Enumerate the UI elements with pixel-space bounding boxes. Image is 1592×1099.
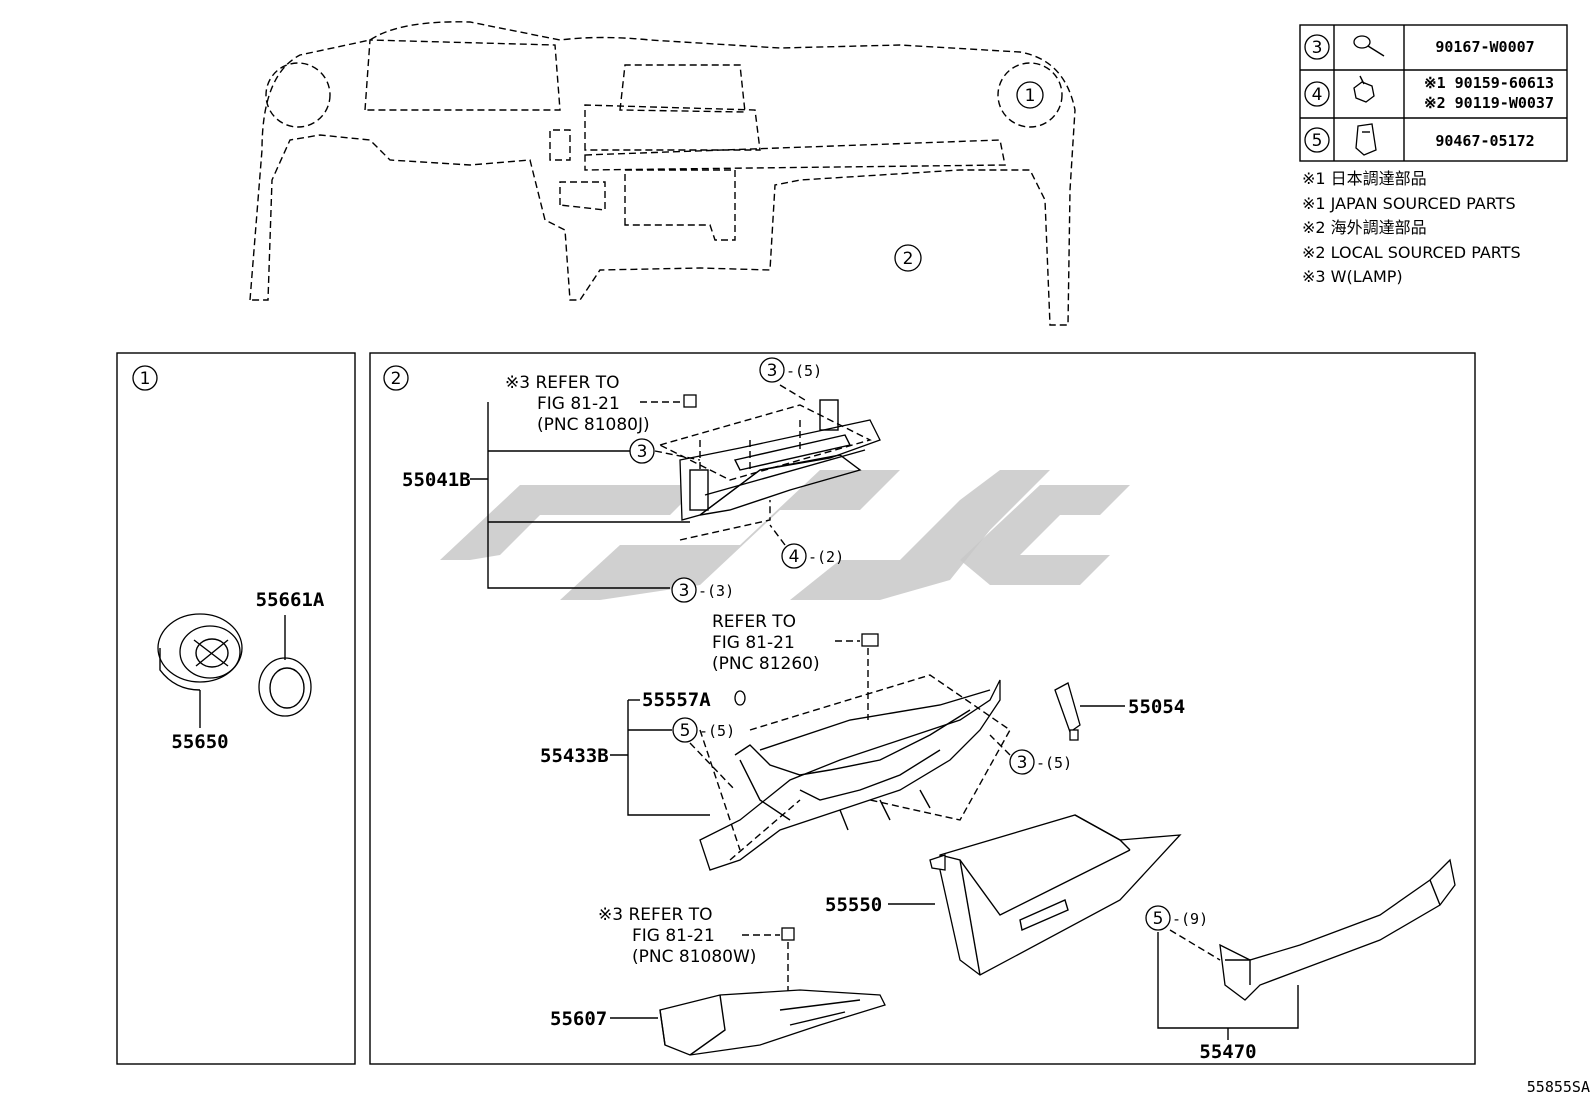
svg-text:-(3): -(3) — [698, 582, 734, 600]
label-55557A: 55557A — [642, 689, 711, 711]
svg-text:※2 LOCAL SOURCED PARTS: ※2 LOCAL SOURCED PARTS — [1302, 243, 1521, 262]
svg-text:※3 W(LAMP): ※3 W(LAMP) — [1302, 267, 1403, 286]
svg-text:(PNC 81080J): (PNC 81080J) — [537, 415, 650, 435]
svg-text:(PNC 81260): (PNC 81260) — [712, 654, 820, 674]
table-row: 3 90167-W0007 — [1304, 34, 1535, 60]
svg-text:※3 REFER TO: ※3 REFER TO — [505, 373, 620, 393]
label-55661A: 55661A — [256, 589, 325, 611]
svg-text:FIG 81-21: FIG 81-21 — [632, 926, 715, 946]
svg-text:※2 海外調達部品: ※2 海外調達部品 — [1302, 218, 1427, 237]
svg-text:2: 2 — [391, 369, 402, 389]
svg-text:(PNC 81080W): (PNC 81080W) — [632, 947, 756, 967]
svg-text:90167-W0007: 90167-W0007 — [1435, 38, 1534, 56]
reference-note: ※3 REFER TO FIG 81-21 (PNC 81080W) — [598, 905, 795, 1005]
switch-part — [1054, 682, 1081, 741]
watermark-logo — [440, 470, 1130, 600]
label-55550: 55550 — [825, 894, 882, 916]
bracket-assembly — [679, 399, 881, 521]
callout-3: 3 — [629, 438, 701, 464]
svg-text:※2 90119-W0037: ※2 90119-W0037 — [1424, 94, 1554, 112]
table-row: 4 ※1 90159-60613 ※2 90119-W0037 — [1304, 74, 1554, 112]
overview-callout-1: 1 — [1016, 81, 1044, 109]
lamp-socket-icon — [861, 633, 879, 647]
svg-text:※1 90159-60613: ※1 90159-60613 — [1424, 74, 1554, 92]
figure-code: 55855SA — [1527, 1078, 1590, 1096]
svg-text:-(5): -(5) — [699, 722, 735, 740]
svg-text:90467-05172: 90467-05172 — [1435, 132, 1534, 150]
svg-text:4: 4 — [1312, 85, 1323, 105]
svg-text:※1 JAPAN SOURCED PARTS: ※1 JAPAN SOURCED PARTS — [1302, 194, 1516, 213]
svg-text:3: 3 — [767, 361, 778, 381]
callout-5-qty9: 5 -(9) — [1145, 905, 1221, 961]
callout-3-qty3: 3 -(3) — [671, 577, 734, 603]
svg-text:※3 REFER TO: ※3 REFER TO — [598, 905, 713, 925]
label-55433B: 55433B — [540, 745, 609, 767]
svg-text:FIG 81-21: FIG 81-21 — [712, 633, 795, 653]
vent-bezel — [258, 657, 312, 717]
svg-text:5: 5 — [1153, 909, 1164, 929]
svg-text:5: 5 — [680, 721, 691, 741]
svg-text:3: 3 — [1312, 38, 1323, 58]
lamp-socket-icon — [781, 927, 795, 941]
label-55607: 55607 — [550, 1008, 607, 1030]
callout-4-qty2: 4 -(2) — [769, 524, 844, 569]
callout-3-qty5-lower: 3 -(5) — [989, 734, 1072, 775]
knee-pad-part — [659, 989, 886, 1056]
table-row: 5 90467-05172 — [1304, 123, 1535, 156]
svg-text:1: 1 — [1025, 86, 1036, 106]
label-55054: 55054 — [1128, 696, 1185, 718]
svg-text:2: 2 — [903, 249, 914, 269]
svg-text:-(2): -(2) — [808, 548, 844, 566]
label-55470: 55470 — [1199, 1041, 1256, 1063]
clip-icon — [1355, 123, 1377, 156]
vent-assembly — [157, 613, 243, 691]
reference-note: ※3 REFER TO FIG 81-21 (PNC 81080J) — [505, 373, 697, 435]
notes: ※1 日本調達部品 ※1 JAPAN SOURCED PARTS ※2 海外調達… — [1302, 169, 1521, 286]
callout-5-qty5: 5 -(5) — [672, 717, 736, 791]
dashboard-overview — [249, 21, 1076, 326]
svg-text:1: 1 — [140, 369, 151, 389]
svg-text:5: 5 — [1312, 131, 1323, 151]
svg-text:3: 3 — [679, 581, 690, 601]
overview-callout-2: 2 — [894, 244, 922, 272]
svg-text:REFER TO: REFER TO — [712, 612, 796, 632]
panel-1: 1 55650 55661A — [116, 352, 356, 1065]
bolt-icon — [1353, 35, 1385, 57]
reference-note: REFER TO FIG 81-21 (PNC 81260) — [712, 612, 879, 720]
nut-icon — [1353, 75, 1375, 103]
svg-text:-(9): -(9) — [1172, 910, 1208, 928]
panel-2: 2 ※3 REFER TO FIG 81-21 (PNC 81080J) 550… — [369, 352, 1476, 1065]
svg-text:3: 3 — [1017, 753, 1028, 773]
glovebox-part — [929, 814, 1182, 976]
label-55041B: 55041B — [402, 469, 471, 491]
garnish-part — [1219, 858, 1456, 1001]
svg-text:-(5): -(5) — [1036, 754, 1072, 772]
label-55650: 55650 — [171, 731, 228, 753]
svg-text:4: 4 — [789, 547, 800, 567]
svg-text:-(5): -(5) — [786, 362, 822, 380]
svg-text:FIG 81-21: FIG 81-21 — [537, 394, 620, 414]
callout-3-qty5: 3 -(5) — [759, 357, 822, 401]
clip-part — [734, 690, 746, 706]
lower-panel — [699, 679, 1001, 871]
lamp-socket-icon — [683, 394, 697, 408]
svg-text:※1 日本調達部品: ※1 日本調達部品 — [1302, 169, 1427, 188]
fastener-table: 3 90167-W0007 4 ※1 90159-60613 ※2 90119-… — [1299, 24, 1568, 162]
svg-text:3: 3 — [637, 442, 648, 462]
